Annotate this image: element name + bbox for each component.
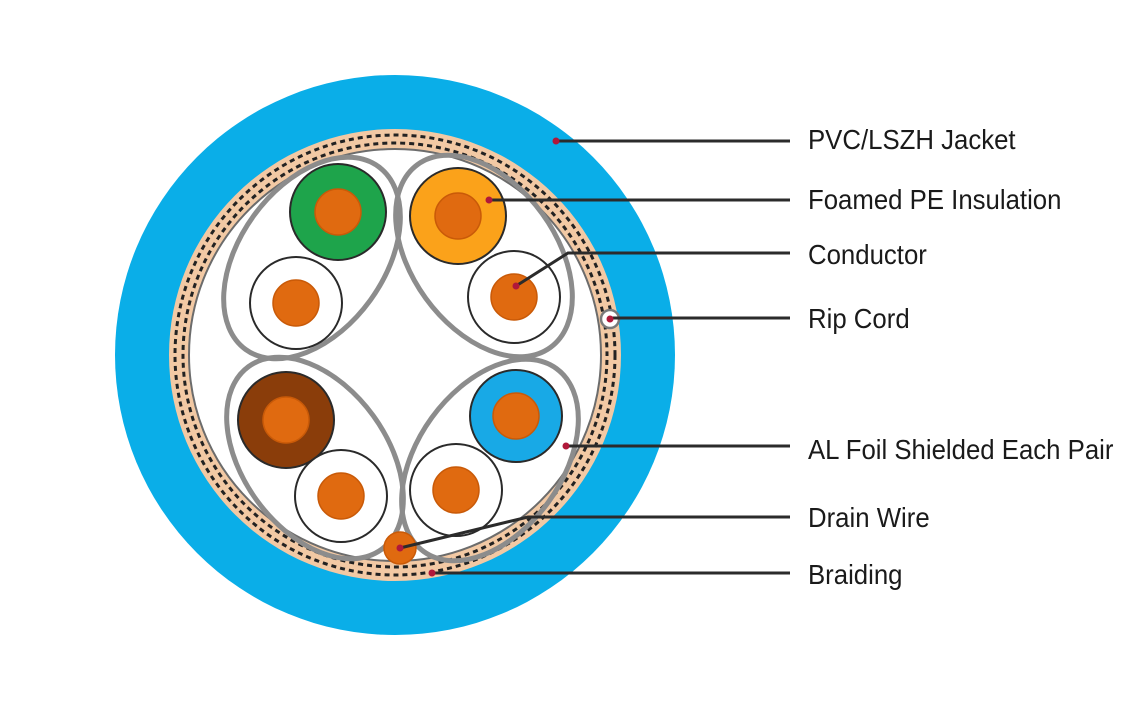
label-braiding: Braiding: [808, 559, 903, 590]
leader-dot-braiding: [428, 569, 436, 577]
leader-drain-wire: [399, 515, 790, 550]
leader-dot-insulation: [485, 196, 493, 204]
foil-shield-pair-orange: [393, 152, 575, 360]
conductor-white-green: [272, 279, 320, 327]
foil-shield-pair-blue: [399, 356, 581, 564]
conductor-blue: [492, 392, 540, 440]
conductor-brown: [262, 396, 310, 444]
braiding-dash-inner: [181, 141, 609, 569]
leader-dot-drain-wire: [396, 544, 404, 552]
label-rip-cord: Rip Cord: [808, 303, 910, 334]
conductor-white-brown: [317, 472, 365, 520]
label-drain-wire: Drain Wire: [808, 502, 930, 533]
label-foil: AL Foil Shielded Each Pair: [808, 434, 1114, 465]
foil-shield-pair-green: [221, 154, 403, 362]
leader-dot-foil: [562, 442, 570, 450]
leader-dot-jacket: [552, 137, 560, 145]
braiding-dash-outer: [173, 133, 617, 577]
conductor-white-blue: [432, 466, 480, 514]
label-jacket: PVC/LSZH Jacket: [808, 124, 1016, 155]
label-insulation: Foamed PE Insulation: [808, 184, 1062, 215]
leader-dot-rip-cord: [606, 315, 614, 323]
leader-dot-conductor: [512, 282, 520, 290]
leader-conductor: [515, 251, 790, 288]
conductor-green: [314, 188, 362, 236]
conductor-white-orange: [490, 273, 538, 321]
conductor-orange: [434, 192, 482, 240]
foil-shield-pair-brown: [224, 354, 406, 562]
label-conductor: Conductor: [808, 239, 927, 270]
